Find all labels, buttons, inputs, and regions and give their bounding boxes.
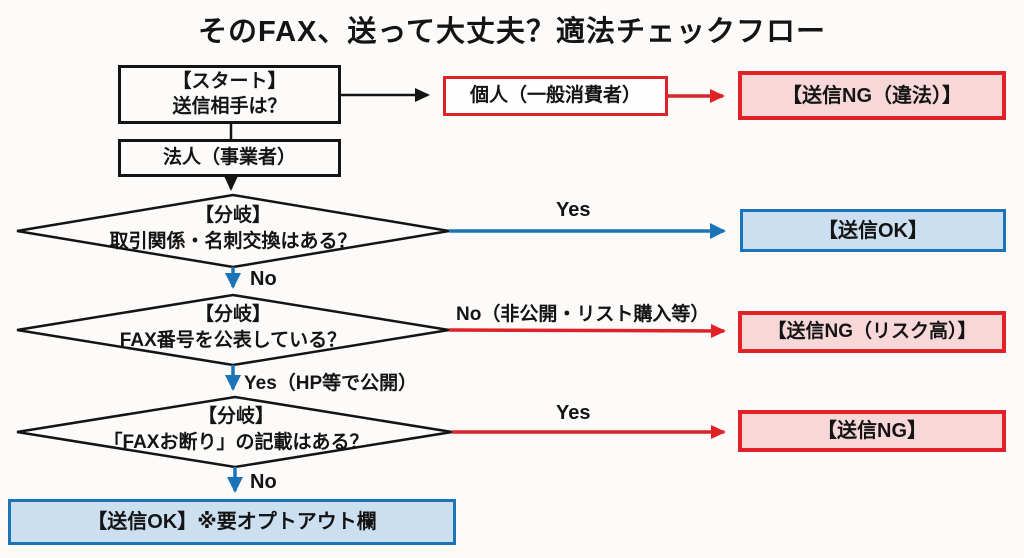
start-node: 【スタート】 送信相手は？ <box>118 65 341 124</box>
arrow-branch2-no-to-ng-risk <box>448 323 726 338</box>
edge-label-branch2-yes: Yes（HP等で公開） <box>244 373 418 394</box>
start-node-line1: 【スタート】 <box>172 70 287 92</box>
branch1-line1: 【分岐】 <box>194 205 271 226</box>
page-title: そのFAX、送って大丈夫？適法チェックフロー <box>198 16 826 48</box>
branch3-label: 【分岐】 「FAXお断り」の記載はある？ <box>23 404 449 456</box>
edge-label-branch1-no: No <box>250 268 277 290</box>
individual-node-label: 個人（一般消費者） <box>469 84 641 106</box>
individual-node: 個人（一般消費者） <box>443 76 668 116</box>
result-ng-illegal-label: 【送信NG（違法）】 <box>782 84 962 107</box>
edge-label-branch2-no: No（非公開・リスト購入等） <box>456 304 710 325</box>
edge-label-branch1-yes: Yes <box>556 199 591 221</box>
corporate-node-label: 法人（事業者） <box>162 146 296 168</box>
branch1-line2: 取引関係・名刺交換はある？ <box>109 231 357 253</box>
edge-label-branch3-no: No <box>250 471 277 493</box>
branch1-label: 【分岐】 取引関係・名刺交換はある？ <box>23 203 443 255</box>
start-node-line2: 送信相手は？ <box>172 95 287 117</box>
branch2-line1: 【分岐】 <box>194 304 271 325</box>
result-ok-optout-label: 【送信OK】※要オプトアウト欄 <box>87 511 377 533</box>
corporate-node: 法人（事業者） <box>118 139 341 177</box>
branch2-line2: FAX番号を公表している？ <box>119 330 347 352</box>
result-ng: 【送信NG】 <box>738 410 1006 452</box>
result-ok-label: 【送信OK】 <box>818 219 928 242</box>
result-ng-label: 【送信NG】 <box>817 420 927 442</box>
branch3-line1: 【分岐】 <box>197 406 274 427</box>
branch2-label: 【分岐】 FAX番号を公表している？ <box>23 302 443 354</box>
branch3-line2: 「FAXお断り」の記載はある？ <box>103 432 369 454</box>
result-ng-risk-label: 【送信NG（リスク高）】 <box>767 320 977 342</box>
edge-label-branch3-yes: Yes <box>556 402 591 424</box>
result-ok-optout: 【送信OK】※要オプトアウト欄 <box>8 499 456 545</box>
result-ng-illegal: 【送信NG（違法）】 <box>738 71 1006 120</box>
result-ok: 【送信OK】 <box>740 209 1006 252</box>
result-ng-risk: 【送信NG（リスク高）】 <box>738 311 1006 353</box>
